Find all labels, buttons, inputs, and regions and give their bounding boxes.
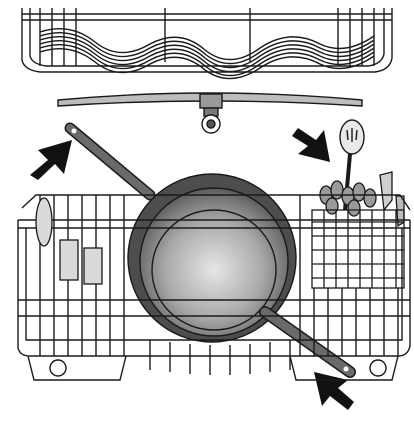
skillet-handle: [70, 128, 150, 195]
lower-rack-left-items: [36, 198, 102, 284]
saucepan-handle: [265, 312, 350, 372]
lower-rack-wheel-right: [370, 360, 386, 376]
arrow-right-top: [292, 128, 330, 162]
arrow-left-up: [30, 140, 72, 180]
upper-rack: [22, 8, 392, 79]
lower-rack-plate-tines: [150, 340, 290, 375]
lower-rack-wheel-left: [50, 360, 66, 376]
utensils: [320, 172, 404, 226]
arrow-bottom-right: [314, 372, 354, 410]
upper-rack-cup-rows: [40, 29, 374, 79]
spray-arm: [58, 93, 362, 133]
cutlery-basket: [312, 172, 404, 288]
cutlery-basket-grid: [312, 210, 404, 288]
